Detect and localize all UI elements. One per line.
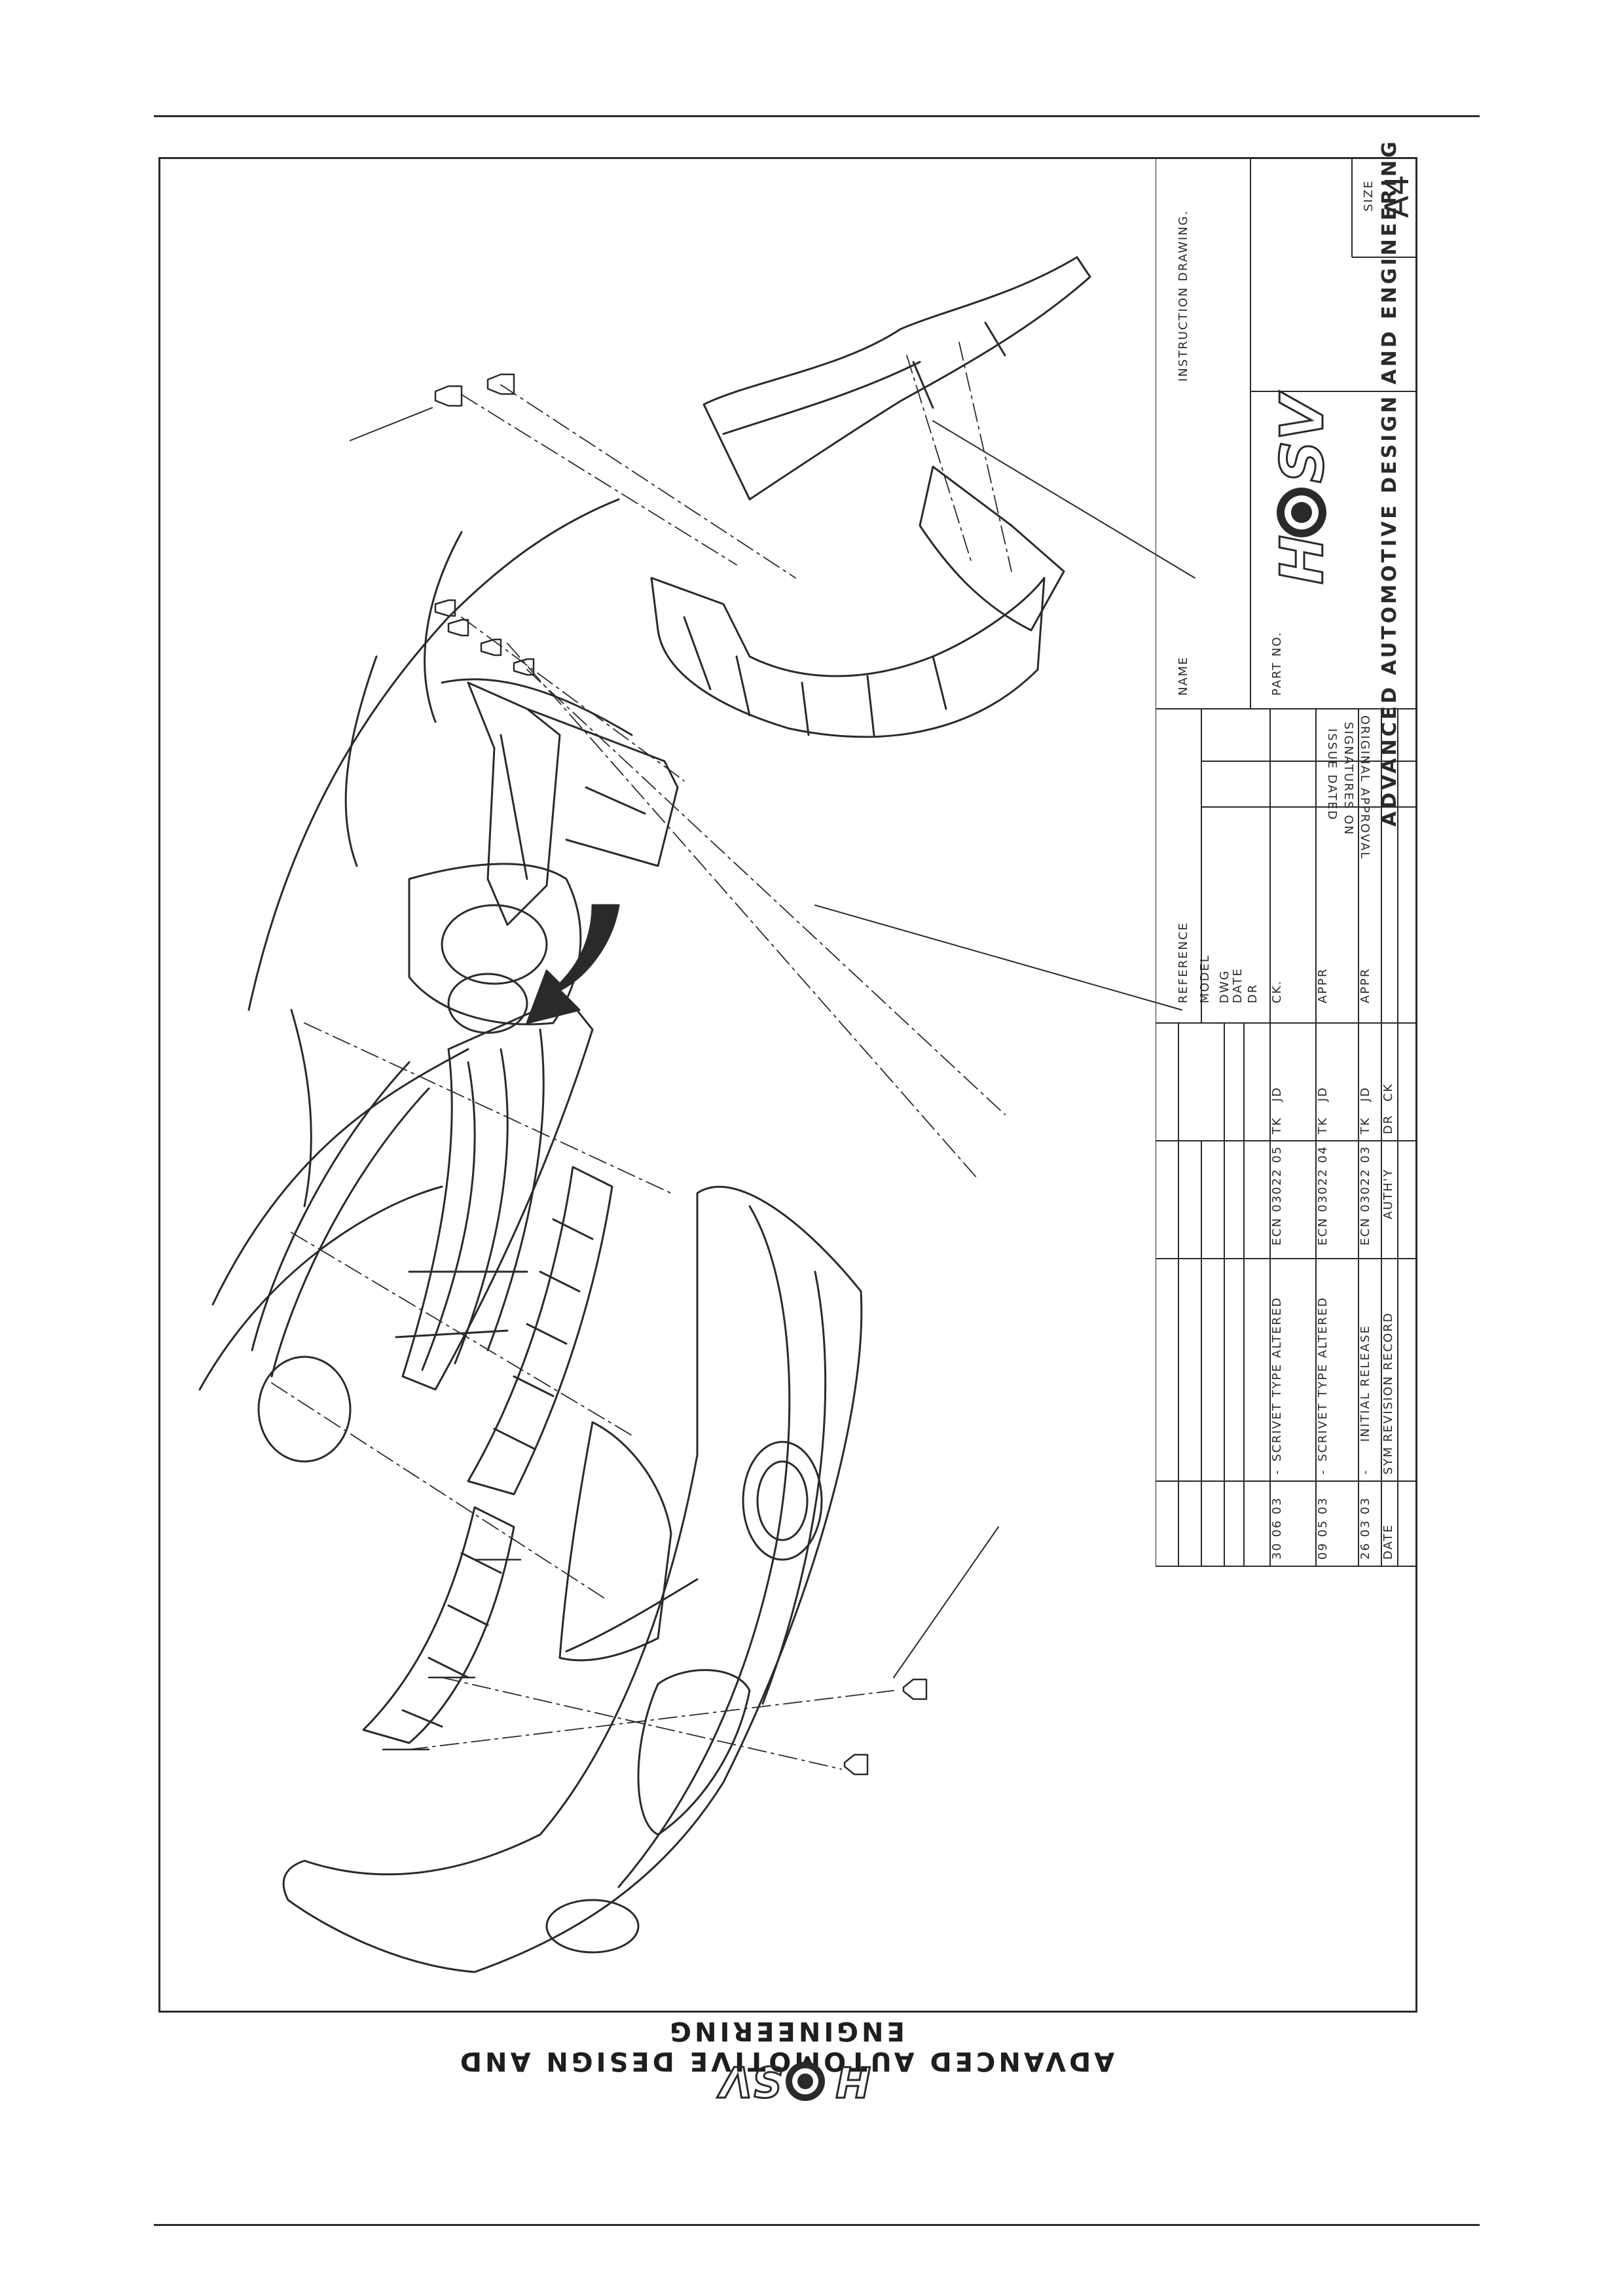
grille-insert-lower xyxy=(362,1506,515,1744)
rev-dr-3: TK xyxy=(1359,1117,1372,1134)
rev-date-2: 09 05 03 xyxy=(1316,1496,1330,1560)
exploded-view-drawing xyxy=(198,256,1195,1973)
svg-text:H: H xyxy=(835,2056,871,2105)
rev-date-1: 30 06 03 xyxy=(1270,1496,1284,1560)
rev-sym-1: - xyxy=(1270,1469,1284,1475)
rev-header-record: REVISION RECORD xyxy=(1381,1312,1395,1442)
reference-label: REFERENCE xyxy=(1176,922,1190,1003)
date-label: DATE xyxy=(1231,967,1245,1003)
ck-label: CK. xyxy=(1270,979,1284,1003)
part-no-label: PART NO. xyxy=(1270,631,1284,696)
install-arrow xyxy=(526,904,620,1024)
center-lines xyxy=(271,342,1012,1770)
approval-line-3: ISSUE DATED xyxy=(1325,728,1339,821)
headlamp-housing xyxy=(251,863,582,1463)
top-rule xyxy=(154,115,1480,117)
rev-record-3: INITIAL RELEASE xyxy=(1359,1325,1372,1442)
title-text: INSTRUCTION DRAWING. xyxy=(1176,209,1190,382)
fender-bracket xyxy=(467,681,679,926)
rev-header-dr: DR xyxy=(1381,1114,1395,1134)
splash-shield xyxy=(650,465,1065,738)
wheel-arch-liner xyxy=(702,256,1091,501)
hsv-logo-title: H SV xyxy=(1267,390,1338,586)
drawing-sheet: H SV ADVANCED AUTOMOTIVE DESIGN AND ENGI… xyxy=(158,139,1417,2013)
rev-dr-1: TK xyxy=(1270,1117,1284,1134)
rev-header-ck: CK xyxy=(1381,1083,1395,1102)
approval-line-2: SIGNATURES ON xyxy=(1341,722,1355,836)
bottom-brand: ADVANCED AUTOMOTIVE DESIGN AND ENGINEERI… xyxy=(432,2016,1139,2108)
rev-sym-2: - xyxy=(1316,1469,1330,1475)
radiator-support xyxy=(395,996,594,1391)
rev-authy-2: ECN 03022 04 xyxy=(1316,1145,1330,1246)
title-block-frame: H SV xyxy=(1156,159,1417,1567)
approval-line-1: ORIGINAL APPROVAL xyxy=(1358,715,1372,860)
name-label: NAME xyxy=(1176,656,1190,696)
rev-header-sym: SYM xyxy=(1381,1446,1395,1475)
scrivets xyxy=(382,373,928,1776)
dr-label: DR xyxy=(1246,983,1260,1003)
size-label: SIZE xyxy=(1362,179,1376,211)
svg-text:SV: SV xyxy=(717,2056,782,2105)
vehicle-body-outline xyxy=(198,498,633,1391)
rev-ck-2: JD xyxy=(1316,1086,1330,1102)
rev-header-authy: AUTH'Y xyxy=(1381,1168,1395,1219)
rev-record-2: SCRIVET TYPE ALTERED xyxy=(1316,1296,1330,1462)
rev-sym-3: - xyxy=(1359,1469,1372,1475)
rev-date-3: 26 03 03 xyxy=(1359,1496,1372,1560)
front-bumper-fascia xyxy=(282,1185,863,1973)
rev-ck-1: JD xyxy=(1270,1086,1284,1102)
rev-authy-1: ECN 03022 05 xyxy=(1270,1145,1284,1246)
svg-text:SV: SV xyxy=(1268,391,1337,483)
dwg-label: DWG xyxy=(1218,969,1231,1003)
hsv-logo-bottom-icon: H SV xyxy=(716,2056,871,2106)
leader-lines xyxy=(350,407,1195,1678)
rev-record-1: SCRIVET TYPE ALTERED xyxy=(1270,1296,1284,1462)
svg-text:H: H xyxy=(1268,535,1337,584)
rev-dr-2: TK xyxy=(1316,1117,1330,1134)
rev-header-date: DATE xyxy=(1381,1524,1395,1560)
appr-label: APPR xyxy=(1316,967,1330,1003)
rev-authy-3: ECN 03022 03 xyxy=(1359,1145,1372,1246)
company-name-vertical: ADVANCED AUTOMOTIVE DESIGN AND ENGINEERI… xyxy=(1378,139,1401,827)
bottom-rule xyxy=(154,2224,1480,2226)
rev-ck-3: JD xyxy=(1359,1086,1372,1102)
appr-label-2: APPR xyxy=(1359,967,1372,1003)
grille-insert-upper xyxy=(467,1166,613,1496)
model-label: MODEL xyxy=(1198,954,1212,1003)
size-value: A4 xyxy=(1378,174,1416,218)
